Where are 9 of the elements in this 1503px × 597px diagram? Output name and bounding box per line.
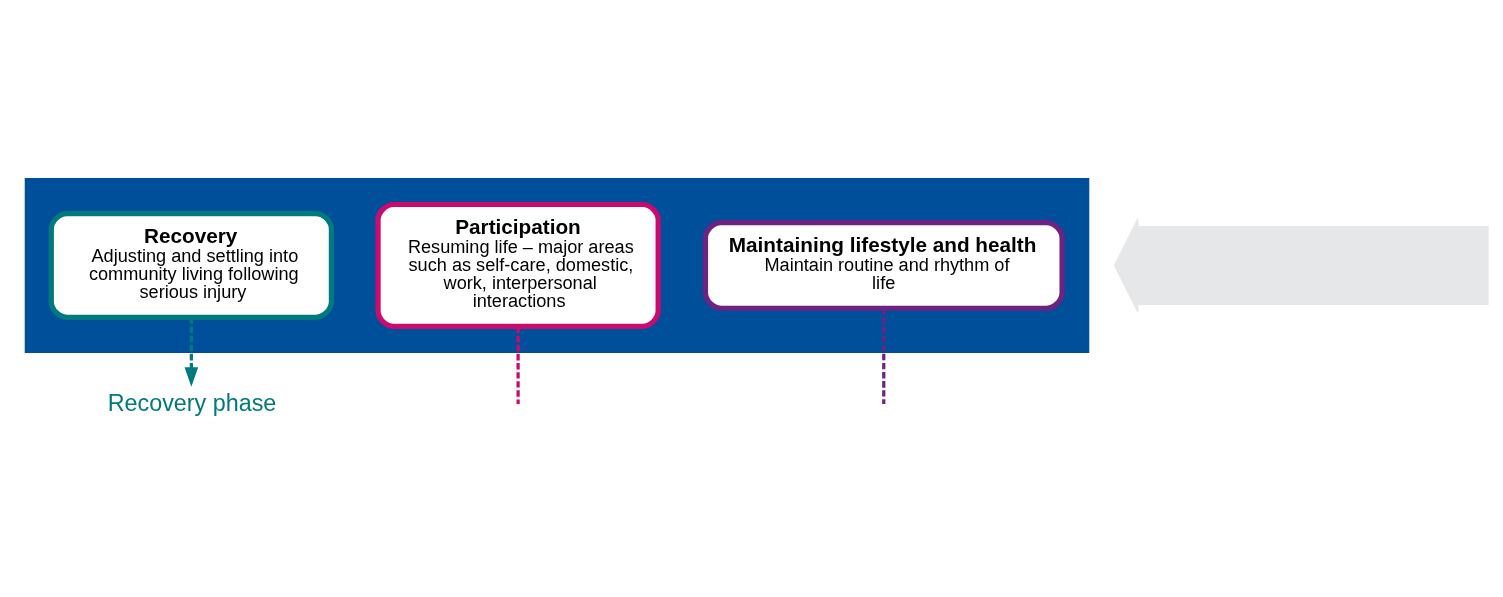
node-box: Recovery Adjusting and settling into community living following serious injury [48,210,334,320]
connector [882,308,886,404]
node-box: Maintaining lifestyle and health Maintain routine and rhythm of life [702,220,1065,311]
connector [516,326,520,405]
node-arrow [1113,218,1489,313]
node-box: Participation Resuming life – major areas such as self-care, domestic, work, interpersonal interactions [375,201,661,329]
cluster [24,177,1090,353]
arrow [184,317,199,387]
node-text: Recovery phase [107,390,277,417]
